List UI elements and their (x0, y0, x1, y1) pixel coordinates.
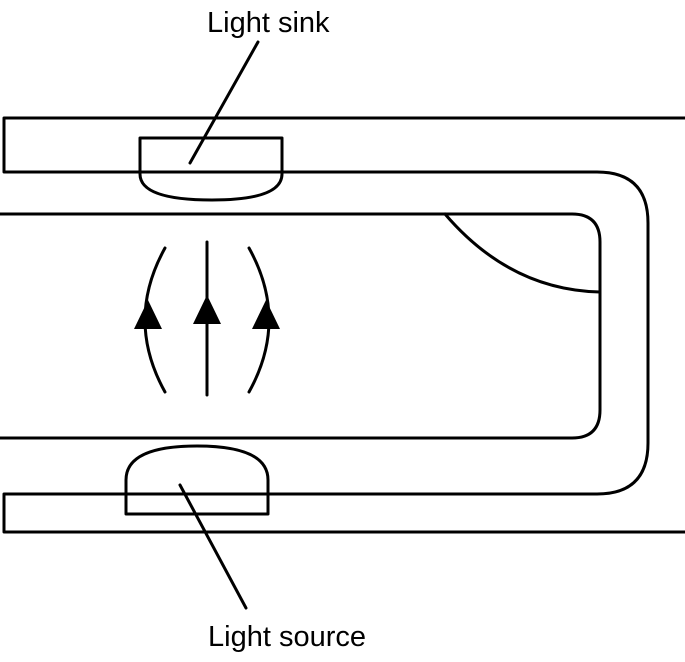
arrowhead-left-icon (134, 300, 162, 329)
light-sink-leader (188, 40, 260, 165)
outer-housing (2, 116, 685, 534)
reflector-arc (443, 212, 602, 294)
arrowhead-right-icon (252, 300, 280, 329)
light-source-label: Light source (208, 621, 366, 653)
light-source-dome (124, 444, 270, 516)
arrowhead-center-icon (193, 295, 221, 324)
light-sink-label: Light sink (207, 7, 330, 39)
light-source-leader (178, 483, 248, 610)
inner-channel (0, 212, 602, 440)
light-sink-dome (138, 136, 284, 202)
